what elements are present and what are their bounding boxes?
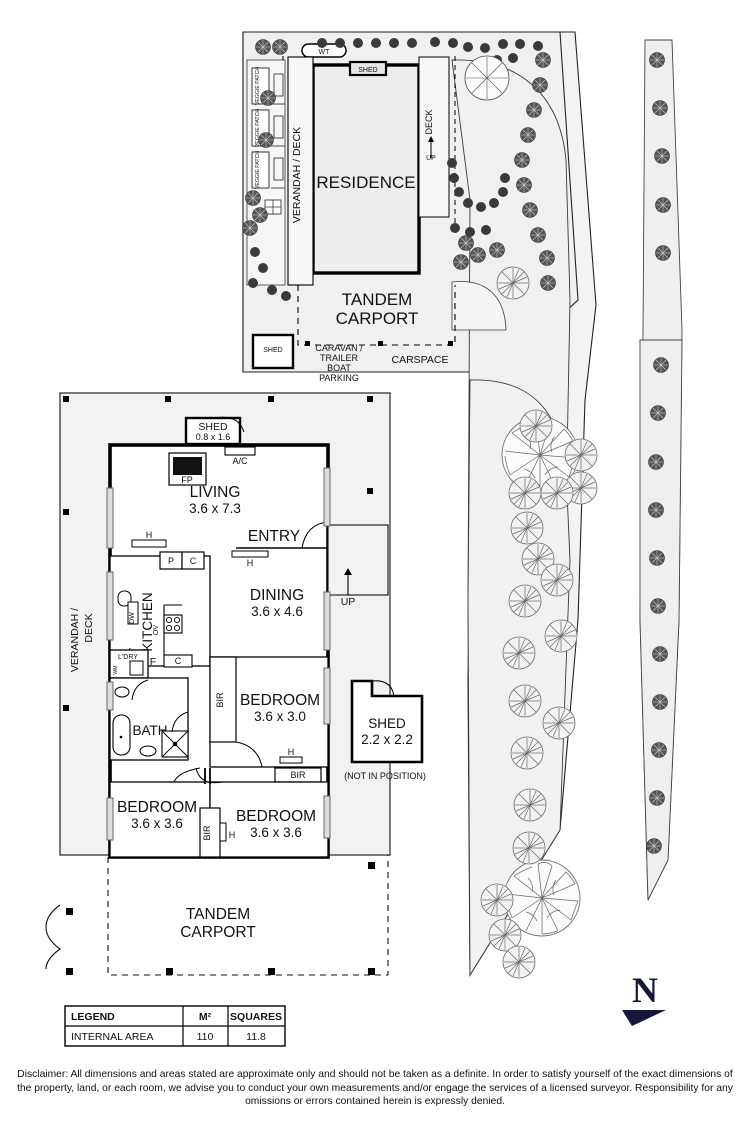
shed-detached-name: SHED [368, 716, 406, 731]
compass-north: N [622, 970, 666, 1026]
dishwasher-label: DW [129, 612, 136, 624]
deck-up-label: UP [341, 596, 356, 608]
bedroom1-dims: 3.6 x 3.0 [254, 709, 306, 724]
lower-landscape [467, 339, 683, 979]
caravan-label-2: TRAILER [320, 353, 359, 363]
shed-detached-note: (NOT IN POSITION) [344, 771, 426, 781]
verandah-label-line1: VERANDAH / [69, 608, 81, 672]
washing-machine-label: WM [113, 665, 119, 674]
legend-row-label: INTERNAL AREA [71, 1031, 153, 1043]
legend-table: LEGEND M² SQUARES INTERNAL AREA 110 11.8 [64, 1005, 286, 1047]
cupboard-label-1: C [190, 556, 197, 566]
fireplace-label: FP [181, 475, 193, 485]
shed-small: SHED 0.8 x 1.6 [184, 416, 245, 446]
caravan-label-4: PARKING [319, 373, 359, 383]
site-carport-label-2: CARPORT [336, 309, 419, 328]
room-laundry: L'DRY WM [109, 649, 149, 679]
site-lower-shed-label: SHED [263, 347, 282, 354]
kitchen-label: KITCHEN [140, 592, 155, 651]
veggie-patch-label: VEGGIE PATCH [255, 109, 261, 147]
site-roof-shed-label: SHED [358, 67, 377, 74]
caravan-label-1: CARAVAN / [315, 343, 363, 353]
caravan-label-3: BOAT [327, 363, 351, 373]
room-living: LIVING 3.6 x 7.3 [189, 484, 241, 516]
legend-header-0: LEGEND [71, 1011, 115, 1023]
room-bedroom-3: BEDROOM 3.6 x 3.6 BIR H [173, 767, 329, 858]
room-bath: BATH [109, 677, 189, 761]
site-tandem-carport: TANDEM CARPORT [297, 285, 456, 346]
pantry-label: P [168, 556, 174, 566]
room-dining: DINING 3.6 x 4.6 [250, 587, 304, 619]
carspace-label: CARSPACE [392, 354, 449, 366]
site-carport-label-1: TANDEM [342, 290, 413, 309]
bedroom3-dims: 3.6 x 3.6 [250, 825, 302, 840]
entry-and-deck: ENTRY DECK UP H [231, 521, 389, 608]
site-deck-label: DECK [424, 109, 434, 134]
veggie-patch-label: VEGGIE PATCH [255, 67, 261, 105]
site-up-label: UP [426, 155, 436, 162]
legend-row-m2: 110 [197, 1031, 214, 1043]
bedroom2-name: BEDROOM [117, 799, 197, 816]
site-feature-tree [464, 55, 510, 101]
main-tandem-carport: TANDEM CARPORT [66, 855, 389, 976]
disclaimer-text: Disclaimer: All dimensions and areas sta… [17, 1069, 733, 1107]
room-bedroom-1: BEDROOM 3.6 x 3.0 BIR BIR H [209, 656, 329, 783]
air-con-label: A/C [232, 456, 248, 466]
site-residence-label: RESIDENCE [316, 173, 415, 192]
bir3-robe-h: H [229, 830, 236, 840]
site-roof-shed: SHED [348, 60, 388, 77]
north-label: N [632, 970, 658, 1010]
room-kitchen: KITCHEN H P C DW OV C F [109, 530, 211, 669]
main-carport-label-1: TANDEM [186, 906, 250, 923]
water-tank-label: WT [319, 49, 331, 56]
site-lower-shed: SHED [251, 333, 295, 370]
fireplace: FP [168, 452, 207, 486]
dining-dims: 3.6 x 4.6 [251, 604, 303, 619]
air-conditioner: A/C [224, 446, 256, 466]
bedroom3-name: BEDROOM [236, 808, 316, 825]
residence-footprint: RESIDENCE [311, 63, 421, 275]
legend-row-squares: 11.8 [246, 1031, 266, 1043]
dining-name: DINING [250, 587, 304, 604]
verandah-label-line2: DECK [83, 613, 95, 642]
shed-detached: SHED 2.2 x 2.2 (NOT IN POSITION) [344, 679, 426, 781]
legend-header-1: M² [199, 1011, 212, 1023]
bir-label-1: BIR [215, 692, 225, 708]
site-parking-labels: CARAVAN / TRAILER BOAT PARKING CARSPACE [315, 343, 448, 383]
bir-label-3: BIR [202, 825, 212, 841]
legend-header-2: SQUARES [230, 1011, 282, 1023]
bedroom1-name: BEDROOM [240, 692, 320, 709]
bath-label: BATH [132, 723, 167, 738]
fridge-label: F [150, 656, 156, 668]
veggie-patch-label: VEGGIE PATCH [255, 151, 261, 189]
living-dims: 3.6 x 7.3 [189, 501, 241, 516]
entry-robe-h: H [247, 558, 254, 568]
laundry-label: L'DRY [118, 654, 138, 661]
living-name: LIVING [190, 484, 241, 501]
shed-small-dims: 0.8 x 1.6 [196, 432, 231, 442]
site-verandah-deck: VERANDAH / DECK [282, 56, 314, 286]
bir-label-2: BIR [290, 770, 306, 780]
main-floor-plan: VERANDAH / DECK SHED 0.8 x 1.6 FP [45, 392, 426, 976]
room-bedroom-2: BEDROOM 3.6 x 3.6 [109, 781, 211, 858]
cupboard-label-2: C [175, 656, 182, 666]
bir-robe-h: H [288, 747, 295, 757]
main-carport-label-2: CARPORT [180, 924, 256, 941]
site-right-deck: DECK UP [418, 56, 456, 230]
windows [106, 467, 331, 841]
north-arrow-icon [622, 1010, 666, 1026]
site-verandah-deck-label: VERANDAH / DECK [291, 127, 303, 223]
shed-detached-dims: 2.2 x 2.2 [361, 732, 413, 747]
entry-label: ENTRY [248, 528, 300, 545]
shed-small-label: SHED [198, 421, 228, 433]
veggie-patch: VEGGIE PATCH [251, 151, 270, 189]
oven-label: OV [153, 625, 160, 635]
bedroom2-dims: 3.6 x 3.6 [131, 816, 183, 831]
kitchen-robe-h: H [146, 530, 153, 540]
